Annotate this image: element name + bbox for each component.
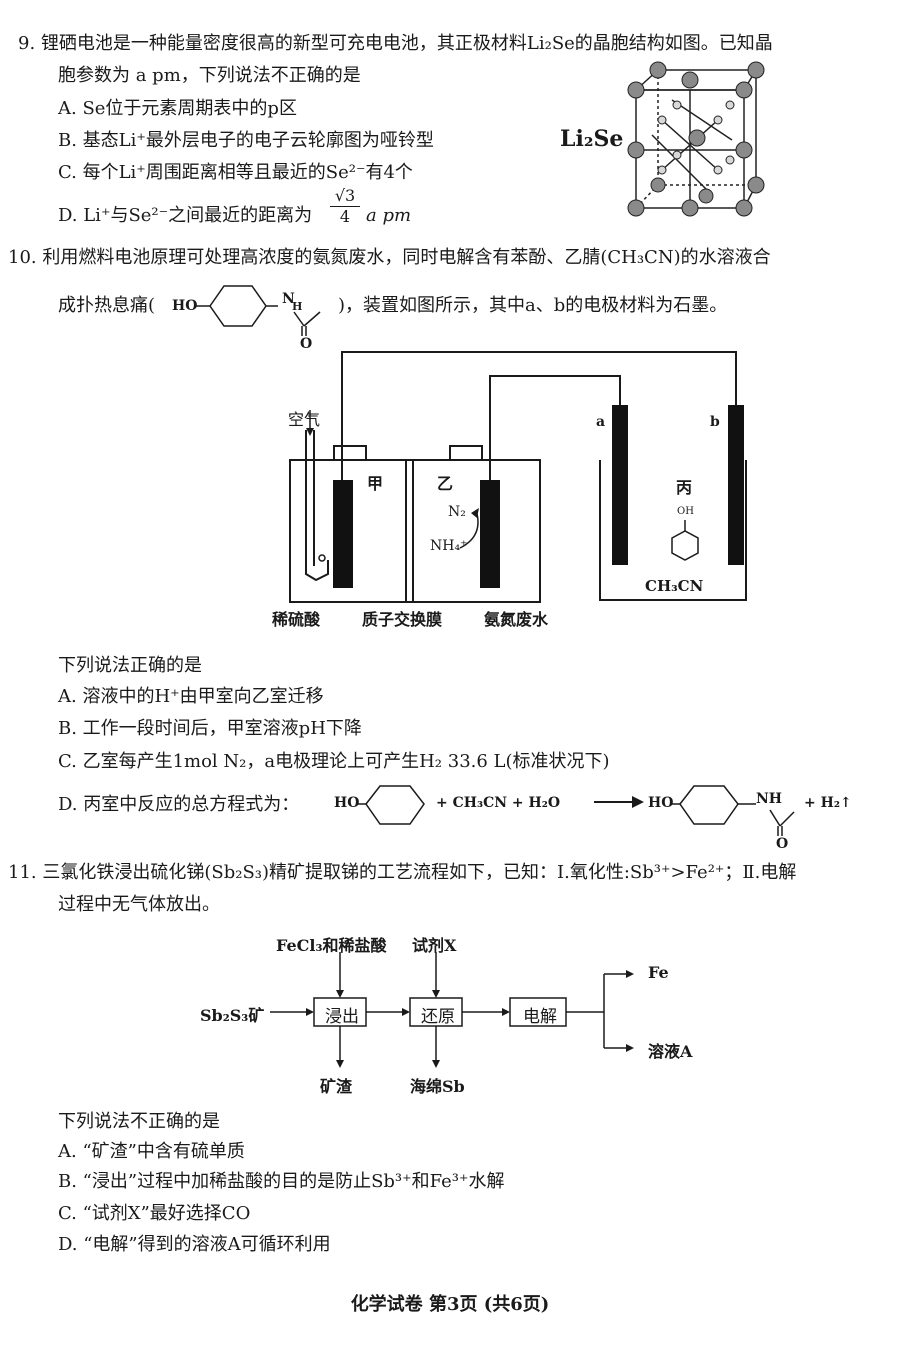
nh4-label: NH₄⁺ bbox=[430, 538, 468, 554]
q10-option-d: D. 丙室中反应的总方程式为： bbox=[58, 794, 300, 815]
output-solution-a-label: 溶液A bbox=[648, 1042, 693, 1061]
paracetamol-h-label: H bbox=[292, 300, 303, 313]
fraction-numerator: √3 bbox=[334, 186, 356, 205]
q11-prompt: 下列说法不正确的是 bbox=[58, 1111, 220, 1132]
q11-stem-line1: 11. 三氯化铁浸出硫化锑(Sb₂S₃)精矿提取锑的工艺流程如下，已知：Ⅰ.氧化… bbox=[8, 862, 797, 883]
paracetamol-ho-label: HO bbox=[172, 298, 198, 314]
waste-slag-label: 矿渣 bbox=[320, 1077, 353, 1096]
n2-label: N₂ bbox=[448, 504, 466, 520]
q9-option-c: C. 每个Li⁺周围距离相等且最近的Se²⁻有4个 bbox=[58, 162, 413, 183]
q10-stem-line2-suffix: )，装置如图所示，其中a、b的电极材料为石墨。 bbox=[338, 295, 728, 316]
q11-option-d: D. “电解”得到的溶液A可循环利用 bbox=[58, 1234, 331, 1255]
chamber-jia-label: 甲 bbox=[367, 474, 384, 493]
q9-fraction: √3 4 bbox=[330, 186, 360, 227]
q9-option-b: B. 基态Li⁺最外层电子的电子云轮廓图为哑铃型 bbox=[58, 130, 434, 151]
equation-ho-1: HO bbox=[334, 795, 360, 811]
fraction-denominator: 4 bbox=[330, 206, 360, 227]
ch3cn-label: CH₃CN bbox=[645, 577, 704, 595]
output-fe-label: Fe bbox=[648, 963, 669, 982]
sponge-sb-label: 海绵Sb bbox=[410, 1077, 465, 1096]
crystal-structure-diagram bbox=[627, 61, 765, 217]
equation-h2-product: + H₂↑ bbox=[804, 795, 852, 811]
flow-start-sb2s3-label: Sb₂S₃矿 bbox=[200, 1006, 265, 1025]
phenol-oh-label: OH bbox=[677, 506, 694, 517]
crystal-label: Li₂Se bbox=[560, 126, 624, 152]
q10-stem-line1: 10. 利用燃料电池原理可处理高浓度的氨氮废水，同时电解含有苯酚、乙腈(CH₃C… bbox=[8, 247, 771, 268]
flow-box-leaching: 浸出 bbox=[325, 1007, 359, 1027]
feed-fecl3-hcl-label: FeCl₃和稀盐酸 bbox=[276, 936, 387, 955]
q11-option-b: B. “浸出”过程中加稀盐酸的目的是防止Sb³⁺和Fe³⁺水解 bbox=[58, 1171, 505, 1192]
chamber-yi-label: 乙 bbox=[437, 474, 454, 493]
ammonia-wastewater-label: 氨氮废水 bbox=[484, 610, 549, 629]
q10-prompt: 下列说法正确的是 bbox=[58, 655, 202, 676]
page-footer: 化学试卷 第3页 (共6页) bbox=[350, 1294, 550, 1315]
q9-option-d-suffix: a pm bbox=[366, 205, 412, 226]
equation-nh: NH bbox=[756, 791, 783, 807]
equation-o: O bbox=[776, 836, 789, 852]
q10-option-c: C. 乙室每产生1mol N₂，a电极理论上可产生H₂ 33.6 L(标准状况下… bbox=[58, 751, 610, 772]
process-flow-diagram bbox=[270, 952, 634, 1068]
air-label: 空气 bbox=[288, 410, 321, 429]
q11-stem-line2: 过程中无气体放出。 bbox=[58, 894, 220, 915]
electrolysis-apparatus-diagram bbox=[289, 351, 747, 603]
paracetamol-o-label: O bbox=[300, 336, 313, 352]
q9-option-a: A. Se位于元素周期表中的p区 bbox=[58, 98, 297, 119]
flow-box-reduction: 还原 bbox=[421, 1007, 455, 1027]
q10-option-b: B. 工作一段时间后，甲室溶液pH下降 bbox=[58, 718, 362, 739]
q9-stem-line2: 胞参数为 a pm，下列说法不正确的是 bbox=[58, 65, 361, 86]
electrode-a-label: a bbox=[596, 414, 606, 430]
electrode-b-label: b bbox=[710, 414, 720, 430]
flow-box-electrolysis: 电解 bbox=[523, 1007, 557, 1027]
equation-phenol-ring bbox=[358, 785, 425, 825]
paracetamol-nh-label: N bbox=[282, 291, 295, 307]
equation-reactants: + CH₃CN + H₂O bbox=[436, 795, 561, 811]
q10-stem-line2-prefix: 成扑热息痛( bbox=[58, 295, 156, 316]
paracetamol-structure bbox=[196, 285, 321, 336]
reaction-arrow-icon bbox=[594, 796, 644, 808]
equation-ho-2: HO bbox=[648, 795, 674, 811]
q9-stem-line1: 9. 锂硒电池是一种能量密度很高的新型可充电电池，其正极材料Li₂Se的晶胞结构… bbox=[18, 33, 773, 54]
q10-option-a: A. 溶液中的H⁺由甲室向乙室迁移 bbox=[58, 686, 324, 707]
q11-option-c: C. “试剂X”最好选择CO bbox=[58, 1203, 251, 1224]
equation-paracetamol-structure bbox=[672, 785, 795, 836]
dilute-sulfuric-acid-label: 稀硫酸 bbox=[272, 610, 321, 629]
q9-option-d: D. Li⁺与Se²⁻之间最近的距离为 bbox=[58, 205, 313, 226]
q11-option-a: A. “矿渣”中含有硫单质 bbox=[58, 1141, 245, 1162]
proton-exchange-membrane-label: 质子交换膜 bbox=[362, 610, 443, 629]
chamber-bing-label: 丙 bbox=[676, 478, 693, 497]
feed-reagent-x-label: 试剂X bbox=[412, 936, 457, 955]
